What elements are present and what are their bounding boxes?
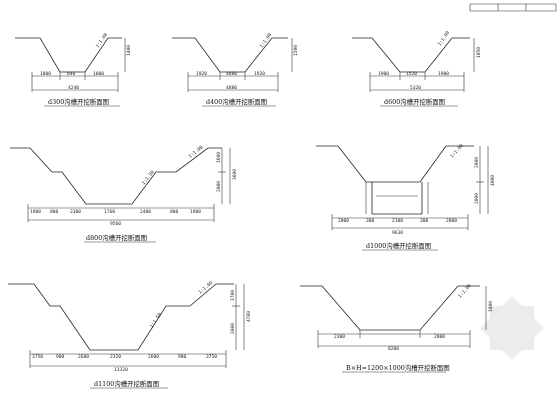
seg-5: 2400 — [140, 209, 151, 215]
depth-lower-label: 3000 — [230, 323, 236, 334]
seg-5: 2600 — [148, 354, 159, 360]
seg-4: 1760 — [104, 209, 115, 215]
seg-2: 800 — [50, 209, 59, 215]
seg-3: 2800 — [434, 334, 445, 340]
seg-5: 2000 — [446, 218, 457, 224]
dim-middle: 640 — [67, 71, 76, 77]
caption: d400沟槽开挖断面图 — [206, 97, 267, 106]
seg-6: 900 — [178, 354, 187, 360]
dim-total: 9560 — [110, 221, 121, 227]
caption: d1100沟槽开挖断面图 — [94, 379, 159, 388]
slope-label: 1:1.00 — [437, 30, 452, 47]
depth-lower-label: 2000 — [474, 193, 480, 204]
section-d1100: 1:1.00 1:1.50 1700 3000 4700 3750 900 26… — [8, 280, 252, 389]
depth-label: 1400 — [126, 45, 132, 56]
depth-upper-label: 1600 — [216, 152, 222, 163]
dim-total: 8200 — [388, 346, 399, 352]
caption: d600沟槽开挖断面图 — [384, 97, 445, 106]
seg-7: 1900 — [190, 209, 201, 215]
dim-middle: 4880 — [226, 71, 237, 77]
section-d400: 1:1.00 1500 1920 4880 1920 4880 d400沟槽开挖… — [172, 32, 299, 107]
seg-3: 2100 — [392, 218, 403, 224]
dim-left: 1900 — [378, 71, 389, 77]
segment-dims: 2300 2800 — [334, 334, 445, 340]
seg-1: 2300 — [334, 334, 345, 340]
slope-lower-label: 1:1.50 — [149, 312, 164, 329]
seg-1: 3750 — [32, 354, 43, 360]
title-block — [469, 3, 557, 12]
dim-left: 1800 — [40, 71, 51, 77]
segment-dims: 1900 800 2300 1760 2400 800 1900 — [30, 209, 201, 215]
seg-7: 3750 — [206, 354, 217, 360]
dim-total: 13320 — [114, 367, 128, 373]
slope-label: 1:1.00 — [259, 32, 274, 49]
caption: d300沟槽开挖断面图 — [48, 97, 109, 106]
seg-2: 300 — [366, 218, 375, 224]
depth-total-label: 3600 — [232, 169, 238, 180]
section-d1000: 1:1.00 2000 2000 4000 2000 300 2100 300 … — [316, 143, 496, 251]
seg-4: 2320 — [110, 354, 121, 360]
depth-upper-label: 1700 — [230, 290, 236, 301]
slope-label: 1:1.00 — [457, 283, 473, 300]
seg-1: 1900 — [30, 209, 41, 215]
caption: B×H=1200×1000沟槽开挖断面图 — [346, 363, 450, 372]
dim-total: 4880 — [226, 85, 237, 91]
dim-total: 5320 — [410, 85, 421, 91]
dim-right: 1800 — [93, 71, 104, 77]
section-d600: 1:1.00 1950 1900 1520 1900 5320 d600沟槽开挖… — [352, 30, 482, 107]
seg-4: 300 — [420, 218, 429, 224]
dim-left: 1920 — [196, 71, 207, 77]
segment-dims: 2000 300 2100 300 2000 — [338, 218, 457, 224]
depth-label: 1500 — [293, 45, 299, 56]
watermark-logo — [480, 296, 544, 360]
depth-upper-label: 2000 — [474, 157, 480, 168]
seg-2: 900 — [56, 354, 65, 360]
dim-total: 4240 — [68, 85, 79, 91]
seg-1: 2000 — [338, 218, 349, 224]
depth-label: 1800 — [488, 301, 494, 312]
segment-dims: 3750 900 2600 2320 2600 900 3750 — [32, 354, 217, 360]
dim-right: 1900 — [438, 71, 449, 77]
depth-total-label: 4700 — [246, 311, 252, 322]
section-d300: 1:1.00 1400 1800 640 1800 4240 d300沟槽开挖断… — [15, 32, 132, 107]
dim-middle: 1520 — [406, 71, 417, 77]
depth-label: 1950 — [476, 47, 482, 58]
dim-total: 9630 — [392, 230, 403, 236]
seg-6: 800 — [170, 209, 179, 215]
section-box: 1:1.00 1800 2300 2800 8200 B×H=1200×1000… — [300, 283, 494, 373]
slope-label: 1:1.00 — [449, 143, 465, 160]
slope-lower-label: 1:1.50 — [141, 169, 156, 186]
depth-total-label: 4000 — [490, 175, 496, 186]
caption: d800沟槽开挖断面图 — [86, 233, 147, 242]
seg-3: 2600 — [78, 354, 89, 360]
section-d800: 1:1.00 1:1.50 1600 2000 3600 1900 800 23… — [10, 144, 238, 243]
dim-right: 1920 — [254, 71, 265, 77]
seg-3: 2300 — [70, 209, 81, 215]
caption: d1000沟槽开挖断面图 — [366, 241, 431, 250]
depth-lower-label: 2000 — [216, 181, 222, 192]
